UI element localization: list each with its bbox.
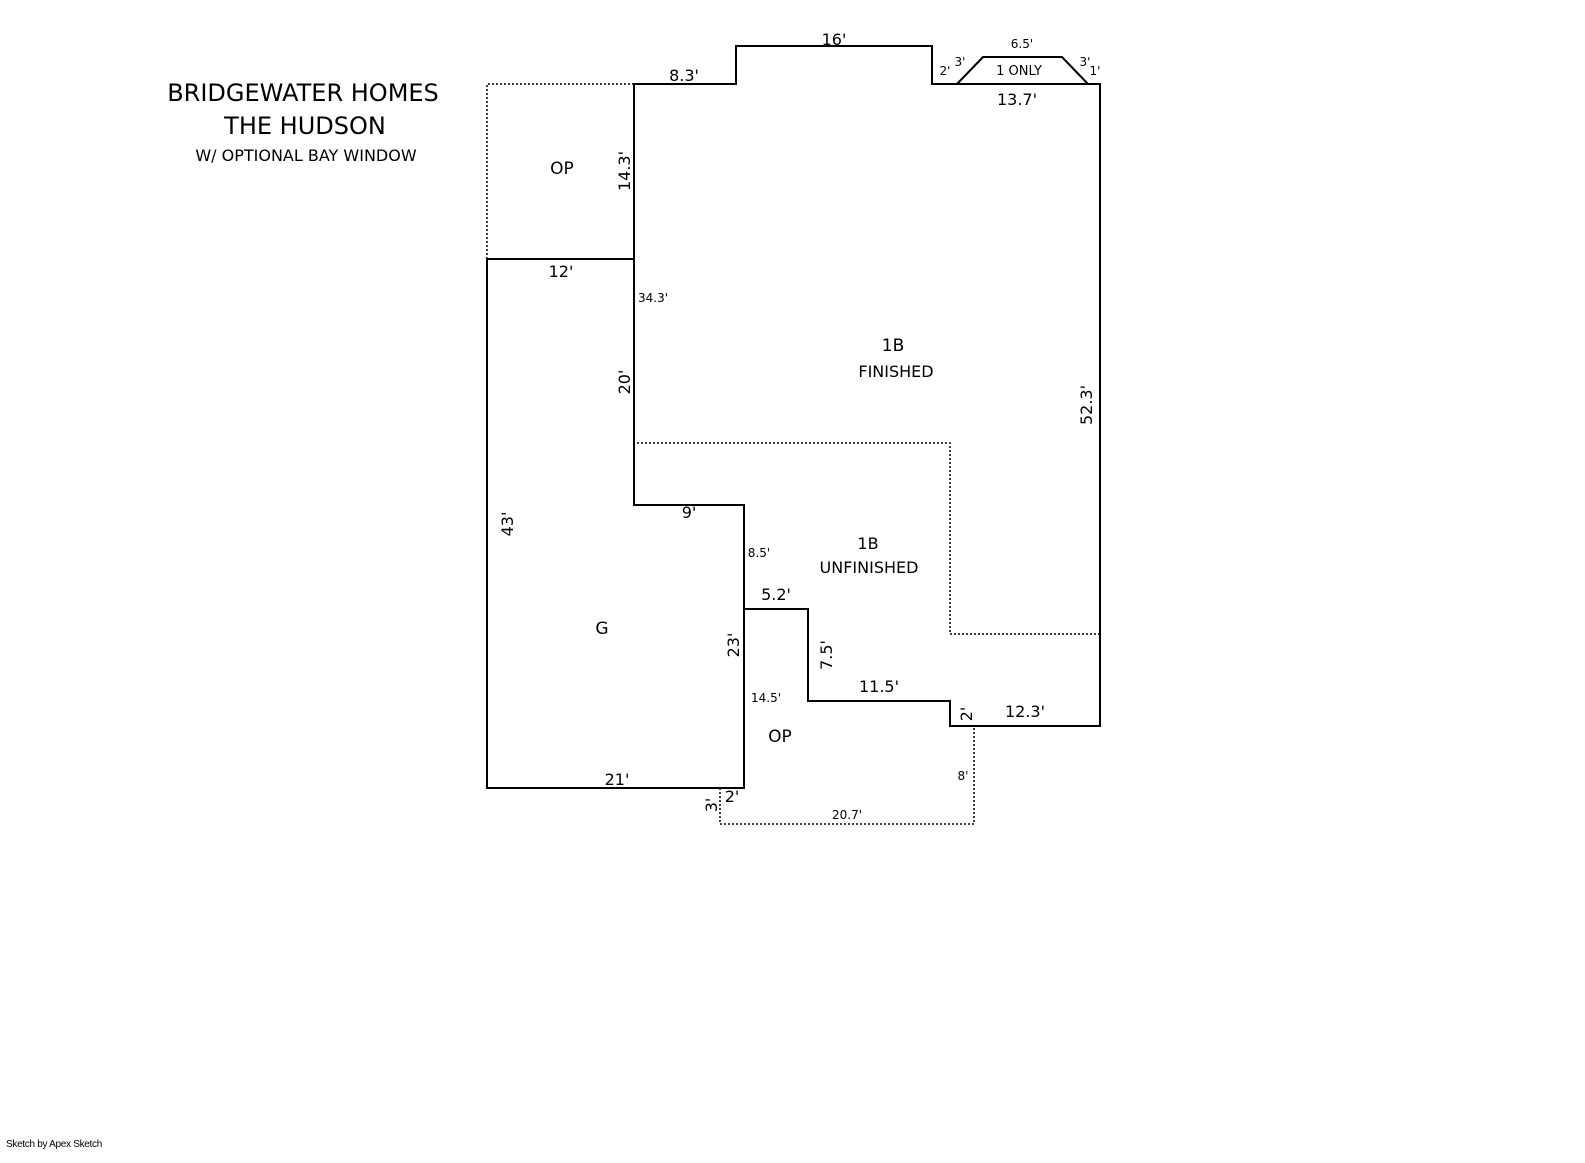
garage-inner-wall — [633, 259, 745, 609]
dim-op-14-5: 14.5' — [751, 691, 781, 705]
area-finished-code: 1B — [882, 336, 904, 356]
dim-top-left: 8.3' — [669, 66, 699, 85]
dim-op-bottom: 20.7' — [832, 808, 862, 822]
area-op-bottom: OP — [768, 727, 792, 747]
dim-step-7-5: 7.5' — [817, 640, 836, 670]
dim-top-bump: 16' — [822, 30, 847, 49]
dim-top-right: 13.7' — [997, 90, 1037, 109]
dim-bay-left-3: 3' — [955, 55, 966, 69]
dim-right-side: 52.3' — [1077, 385, 1096, 425]
dim-op-3: 3' — [702, 798, 721, 813]
op-top-outline — [486, 83, 634, 259]
dim-step-11-5: 11.5' — [859, 677, 899, 696]
dim-op-8: 8' — [958, 769, 969, 783]
dim-bottom-right: 12.3' — [1005, 702, 1045, 721]
dim-garage-left: 43' — [498, 512, 517, 537]
area-garage: G — [595, 619, 608, 639]
area-unfinished-label: UNFINISHED — [820, 558, 919, 577]
area-bay: 1 ONLY — [996, 64, 1042, 79]
dim-garage-bottom: 21' — [605, 770, 630, 789]
dim-bay-right-3: 3' — [1080, 55, 1091, 69]
dim-inner-34-3: 34.3' — [638, 291, 668, 305]
dim-step-8-5: 8.5' — [748, 546, 770, 560]
bay-window — [956, 56, 1089, 85]
dim-bay-right-1: 1' — [1090, 64, 1101, 78]
dim-step-2: 2' — [957, 707, 976, 722]
dim-bay-top: 6.5' — [1011, 37, 1033, 51]
op-bottom-outline — [719, 726, 975, 825]
unfinished-outline — [637, 442, 1100, 635]
title-builder: BRIDGEWATER HOMES — [167, 79, 439, 107]
area-unfinished-code: 1B — [857, 534, 878, 553]
dim-op-2: 2' — [725, 787, 740, 806]
house-outline — [486, 45, 1101, 789]
area-finished-label: FINISHED — [858, 362, 933, 381]
dim-op-side: 14.3' — [615, 151, 634, 191]
dim-bay-left-2: 2' — [940, 64, 951, 78]
dim-inner-20: 20' — [615, 370, 634, 395]
dim-step-5-2: 5.2' — [761, 585, 791, 604]
title-model: THE HUDSON — [223, 112, 386, 140]
title-option: W/ OPTIONAL BAY WINDOW — [195, 146, 417, 165]
area-op-top: OP — [550, 159, 574, 179]
dim-step-9: 9' — [682, 503, 697, 522]
dim-garage-top: 12' — [549, 262, 574, 281]
dim-garage-right: 23' — [724, 633, 743, 658]
sketch-credit: Sketch by Apex Sketch — [6, 1139, 102, 1150]
